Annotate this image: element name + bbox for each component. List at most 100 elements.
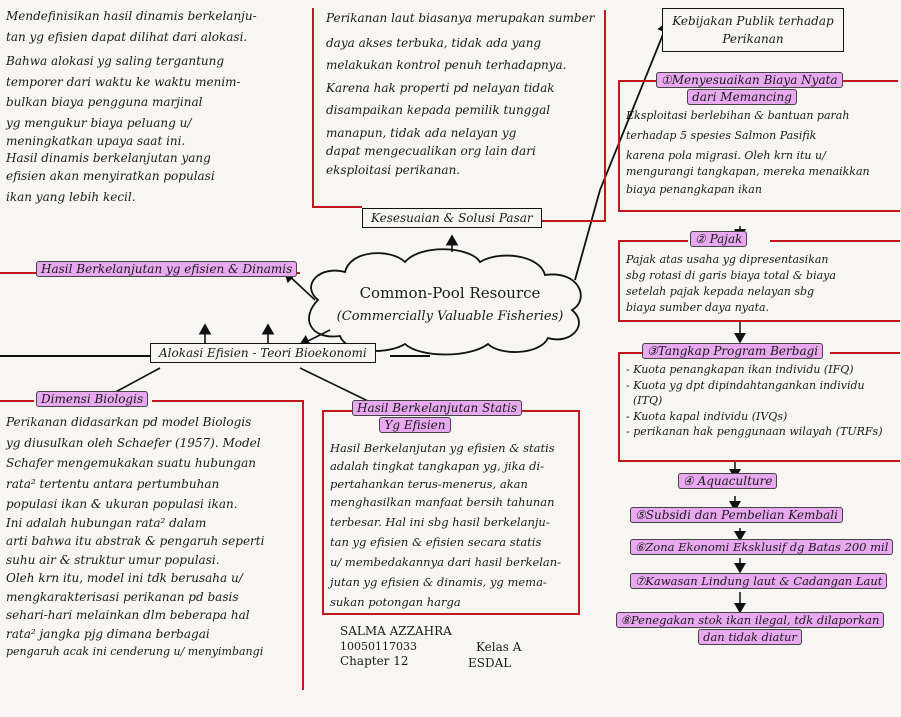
middle-bottom-red-top <box>322 410 352 412</box>
left-bottom-label: Dimensi Biologis <box>36 391 149 407</box>
left-bottom-node-text: Alokasi Efisien - Teori Bioekonomi <box>159 346 367 360</box>
left-bottom-line: mengkarakterisasi perikanan pd basis <box>6 589 239 604</box>
left-bottom-line: populasi ikan & ukuran populasi ikan. <box>6 497 238 511</box>
right-item3-line: - Kuota kapal individu (IVQs) <box>626 409 788 423</box>
author-name: SALMA AZZAHRA <box>340 624 452 638</box>
right-item1-line: karena pola migrasi. Oleh krn itu u/ <box>626 149 826 162</box>
right-red-item2-line-2 <box>770 240 900 242</box>
right-red-item3-line <box>618 352 642 354</box>
right-red-item3-bottom <box>618 460 900 462</box>
left-bottom-line: suhu air & struktur umur populasi. <box>6 552 220 567</box>
top-middle-label: Kesesuaian & Solusi Pasar <box>362 208 542 228</box>
top-left-line: Hasil dinamis berkelanjutan yang <box>6 150 211 165</box>
top-left-red-underline <box>0 272 36 274</box>
left-bottom-node: Alokasi Efisien - Teori Bioekonomi <box>150 343 376 363</box>
right-item2-line: biaya sumber daya nyata. <box>626 301 770 314</box>
right-item3-line: - Kuota penangkapan ikan individu (IFQ) <box>626 363 854 376</box>
author-block: SALMA AZZAHRA Kelas A 10050117033 ESDAL … <box>340 624 580 670</box>
author-chapter: Chapter 12 <box>340 654 409 668</box>
right-item5-text: ⑤Subsidi dan Pembelian Kembali <box>630 507 843 523</box>
right-item2-text: Pajak atas usaha yg dipresentasikan sbg … <box>626 252 898 316</box>
top-left-line: ikan yang lebih kecil. <box>6 189 136 204</box>
center-subtitle: (Commercially Valuable Fisheries) <box>336 309 564 324</box>
right-item2-line: setelah pajak kepada nelayan sbg <box>626 285 815 298</box>
right-item6-text: ⑥Zona Ekonomi Eksklusif dg Batas 200 mil <box>630 539 894 555</box>
top-middle-line: eksploitasi perikanan. <box>326 162 461 177</box>
right-red-item2-left <box>618 240 620 322</box>
middle-bottom-line: adalah tingkat tangkapan yg, jika di- <box>330 459 545 473</box>
left-bottom-red-top <box>0 400 34 402</box>
node-connector-right <box>390 355 430 357</box>
middle-bottom-red-left <box>322 410 324 615</box>
top-middle-line: melakukan kontrol penuh terhadapnya. <box>326 58 567 72</box>
middle-bottom-red-right <box>578 410 580 615</box>
top-left-text-block: Mendefinisikan hasil dinamis berkelanju-… <box>6 8 302 205</box>
right-item7: ⑦Kawasan Lindung laut & Cadangan Laut <box>630 573 888 589</box>
left-bottom-line: Oleh krn itu, model ini tdk berusaha u/ <box>6 571 243 585</box>
right-title-text-1: Kebijakan Publik terhadap <box>672 14 834 28</box>
top-middle-line: Perikanan laut biasanya merupakan sumber <box>326 11 595 25</box>
left-bottom-line: rata² tertentu antara pertumbuhan <box>6 476 220 491</box>
left-bottom-red-right <box>302 400 304 690</box>
right-item1-line: Eksploitasi berlebihan & bantuan parah <box>626 109 850 122</box>
right-item3-line: - Kuota yg dpt dipindahtangankan individ… <box>626 378 865 392</box>
middle-bottom-label-text-1: Hasil Berkelanjutan Statis <box>352 400 523 416</box>
center-title: Common-Pool Resource <box>359 284 541 302</box>
top-left-line: yg mengukur biaya peluang u/ <box>6 115 192 130</box>
top-left-line: efisien akan menyiratkan populasi <box>6 169 215 183</box>
center-cloud-outline <box>308 248 582 356</box>
right-item2-line: Pajak atas usaha yg dipresentasikan <box>626 253 829 266</box>
right-item2-label-text: ② Pajak <box>690 231 748 247</box>
right-red-item3-left <box>618 352 620 462</box>
middle-bottom-label: Hasil Berkelanjutan Statis Yg Efisien <box>352 400 523 433</box>
left-bottom-line: Ini adalah hubungan rata² dalam <box>6 515 207 530</box>
right-red-item1-line <box>618 80 658 82</box>
top-middle-red-left <box>312 8 314 208</box>
right-item4-text: ④ Aquaculture <box>678 473 778 489</box>
right-red-item1-bottom <box>618 210 900 212</box>
top-middle-red-right <box>604 10 606 220</box>
right-item3-label-text: ③Tangkap Program Berbagi <box>642 343 824 359</box>
middle-bottom-line: u/ membedakannya dari hasil berkelan- <box>330 555 562 569</box>
right-item4: ④ Aquaculture <box>678 473 778 489</box>
right-item6: ⑥Zona Ekonomi Eksklusif dg Batas 200 mil <box>630 539 894 555</box>
top-left-line: Bahwa alokasi yg saling tergantung <box>6 54 225 68</box>
middle-bottom-line: terbesar. Hal ini sbg hasil berkelanju- <box>330 515 550 529</box>
left-bottom-line: pengaruh acak ini cenderung u/ menyimban… <box>6 645 264 658</box>
right-item3-line: - perikanan hak penggunaan wilayah (TURF… <box>626 425 883 438</box>
author-course: ESDAL <box>468 656 512 670</box>
middle-bottom-line: sukan potongan harga <box>330 595 461 609</box>
left-bottom-line: sehari-hari melainkan dlm beberapa hal <box>6 608 250 622</box>
right-red-item1-line-2 <box>828 80 898 82</box>
right-item5: ⑤Subsidi dan Pembelian Kembali <box>630 507 843 523</box>
top-middle-line: dapat mengecualikan org lain dari <box>326 144 536 158</box>
top-middle-red-bottom <box>312 206 362 208</box>
right-item1-label: ①Menyesuaikan Biaya Nyata dari Memancing <box>656 72 843 106</box>
top-left-line: tan yg efisien dapat dilihat dari alokas… <box>6 29 248 44</box>
top-left-line: temporer dari waktu ke waktu menim- <box>6 74 241 89</box>
top-middle-red-bottom-2 <box>540 220 606 222</box>
right-red-item1-left <box>618 80 620 212</box>
right-item2-label: ② Pajak <box>690 231 748 247</box>
left-bottom-line: yg diusulkan oleh Schaefer (1957). Model <box>6 435 261 450</box>
top-middle-label-text: Kesesuaian & Solusi Pasar <box>371 211 533 225</box>
right-item1-text: Eksploitasi berlebihan & bantuan parah t… <box>626 108 898 198</box>
top-middle-line: daya akses terbuka, tidak ada yang <box>326 35 542 50</box>
center-node: Common-Pool Resource (Commercially Valua… <box>325 283 575 327</box>
middle-bottom-line: Hasil Berkelanjutan yg efisien & statis <box>330 441 555 455</box>
left-bottom-text-block: Perikanan didasarkan pd model Biologis y… <box>6 414 302 661</box>
right-item8: ⑧Penegakan stok ikan ilegal, tdk dilapor… <box>602 612 898 646</box>
left-bottom-label-text: Dimensi Biologis <box>36 391 149 407</box>
top-middle-line: Karena hak properti pd nelayan tidak <box>326 80 555 95</box>
right-item2-line: sbg rotasi di garis biaya total & biaya <box>626 269 836 282</box>
left-bottom-red-top-2 <box>152 400 302 402</box>
right-item3-label: ③Tangkap Program Berbagi <box>642 343 824 359</box>
top-left-label-text: Hasil Berkelanjutan yg efisien & Dinamis <box>36 261 298 277</box>
right-item7-text: ⑦Kawasan Lindung laut & Cadangan Laut <box>630 573 888 589</box>
middle-bottom-line: jutan yg efisien & dinamis, yg mema- <box>330 575 547 589</box>
right-title: Kebijakan Publik terhadap Perikanan <box>662 8 844 52</box>
right-item1-line: mengurangi tangkapan, mereka menaikkan <box>626 165 870 178</box>
right-item8-text-1: ⑧Penegakan stok ikan ilegal, tdk dilapor… <box>615 612 885 628</box>
right-item3-text: - Kuota penangkapan ikan individu (IFQ) … <box>626 362 898 440</box>
